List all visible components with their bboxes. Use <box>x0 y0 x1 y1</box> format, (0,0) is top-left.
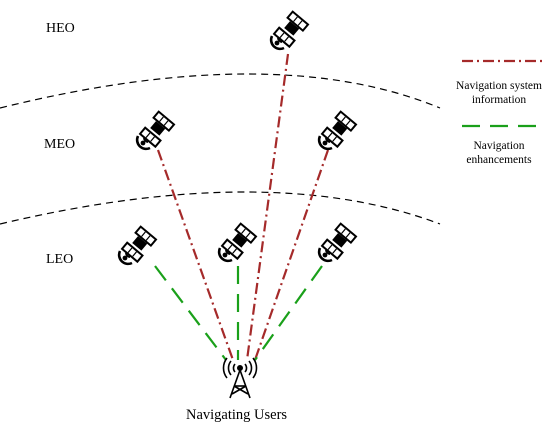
legend-enhancement-label: Navigation enhancements <box>449 139 549 167</box>
legend-info-label: Navigation system information <box>449 79 549 107</box>
satellite-icon-meo-left <box>135 108 177 151</box>
satellite-icon-leo-center <box>217 220 259 263</box>
orbit-label-meo: MEO <box>44 137 76 152</box>
satellite-icon-leo-left <box>117 223 159 266</box>
enhancement-links <box>154 265 323 361</box>
legend-enh-line2: enhancements <box>466 154 532 166</box>
enh-link-leo-right <box>254 265 323 361</box>
satellite-icon-meo-right <box>317 108 359 151</box>
legend-info-line1: Navigation system <box>456 80 542 92</box>
enh-link-leo-left <box>154 265 227 361</box>
navigating-users-label: Navigating Users <box>186 407 288 423</box>
meo-leo-boundary <box>0 191 441 225</box>
info-link-meo-right <box>253 149 330 361</box>
orbit-label-leo: LEO <box>46 252 74 267</box>
legend-enh-line1: Navigation <box>473 140 525 152</box>
legend-info-line2: information <box>471 94 527 106</box>
info-link-meo-left <box>156 149 235 361</box>
antenna-tower-icon <box>222 357 258 399</box>
info-links <box>156 53 330 361</box>
heo-meo-boundary <box>0 73 441 109</box>
orbit-label-heo: HEO <box>46 21 75 36</box>
info-link-heo <box>245 53 290 361</box>
satellite-icon-heo <box>269 8 311 51</box>
satellite-icon-leo-right <box>317 220 359 263</box>
